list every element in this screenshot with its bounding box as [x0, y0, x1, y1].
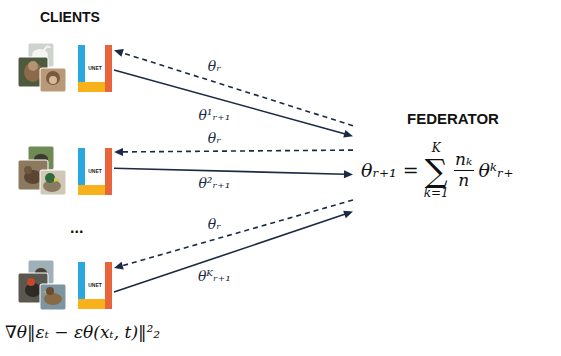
unet-block: UNET — [78, 45, 112, 92]
fraction-denominator: n — [458, 172, 469, 190]
unet-block: UNET — [78, 148, 112, 195]
parameter-label: θ²ᵣ₊₁ — [196, 176, 232, 191]
fraction-bar — [454, 170, 474, 172]
client-photos — [18, 43, 66, 92]
federator-node: FEDERATORθᵣ₊₁ =K∑k=1nₖnθᵏᵣ₊ — [355, 106, 555, 222]
arrow-line — [122, 150, 353, 152]
parameter-label: θᵣ — [206, 217, 223, 232]
decoder-bar — [105, 45, 112, 92]
loss-gradient-formula: ∇θ‖εₜ − εθ(xₜ, t)‖²₂ — [5, 322, 160, 342]
parameter-label: θᵣ — [206, 59, 223, 74]
broadcast-arrow — [114, 200, 353, 270]
arrow-line — [114, 214, 345, 292]
sum-column: K∑k=1 — [424, 142, 449, 199]
unet-block: UNET — [78, 262, 112, 309]
formula-lhs: θᵣ₊₁ = — [361, 161, 419, 181]
arrow-head — [114, 49, 124, 57]
ellipsis-mark: ... — [70, 218, 83, 237]
arrow-head — [343, 130, 353, 138]
column-heading: CLIENTS — [40, 9, 100, 26]
sum-sign: ∑ — [425, 155, 448, 187]
decoder-bar — [105, 148, 112, 195]
arrow-line — [114, 70, 345, 134]
upload-arrow — [114, 168, 353, 178]
aggregation-formula: θᵣ₊₁ =K∑k=1nₖnθᵏᵣ₊ — [361, 142, 514, 199]
client-photos — [18, 146, 66, 195]
fraction-numerator: nₖ — [455, 151, 472, 169]
sum-upper-limit: K — [432, 142, 441, 155]
arrow-head — [344, 170, 353, 178]
unet-label: UNET — [78, 284, 112, 289]
arrow-line — [114, 168, 345, 174]
client-weights: θᵏᵣ₊ — [479, 161, 514, 181]
arrow-line — [122, 200, 353, 266]
broadcast-arrow — [114, 148, 353, 156]
upload-arrow — [114, 211, 353, 292]
client-photos — [18, 260, 66, 310]
parameter-label: θᵣ — [206, 131, 223, 146]
upload-arrow — [114, 70, 353, 138]
federator-heading: FEDERATOR — [407, 110, 499, 127]
broadcast-arrow — [114, 49, 353, 126]
unet-label: UNET — [78, 67, 112, 72]
decoder-bar — [105, 262, 112, 309]
arrow-head — [343, 211, 353, 219]
parameter-label: θ¹ᵣ₊₁ — [196, 108, 232, 123]
unet-label: UNET — [78, 170, 112, 175]
fraction: nₖ n — [454, 151, 474, 190]
arrow-head — [114, 148, 123, 156]
parameter-label: θᴷᵣ₊₁ — [196, 269, 233, 284]
arrow-line — [122, 53, 353, 126]
sum-lower-limit: k=1 — [424, 187, 449, 200]
arrow-head — [114, 262, 124, 270]
